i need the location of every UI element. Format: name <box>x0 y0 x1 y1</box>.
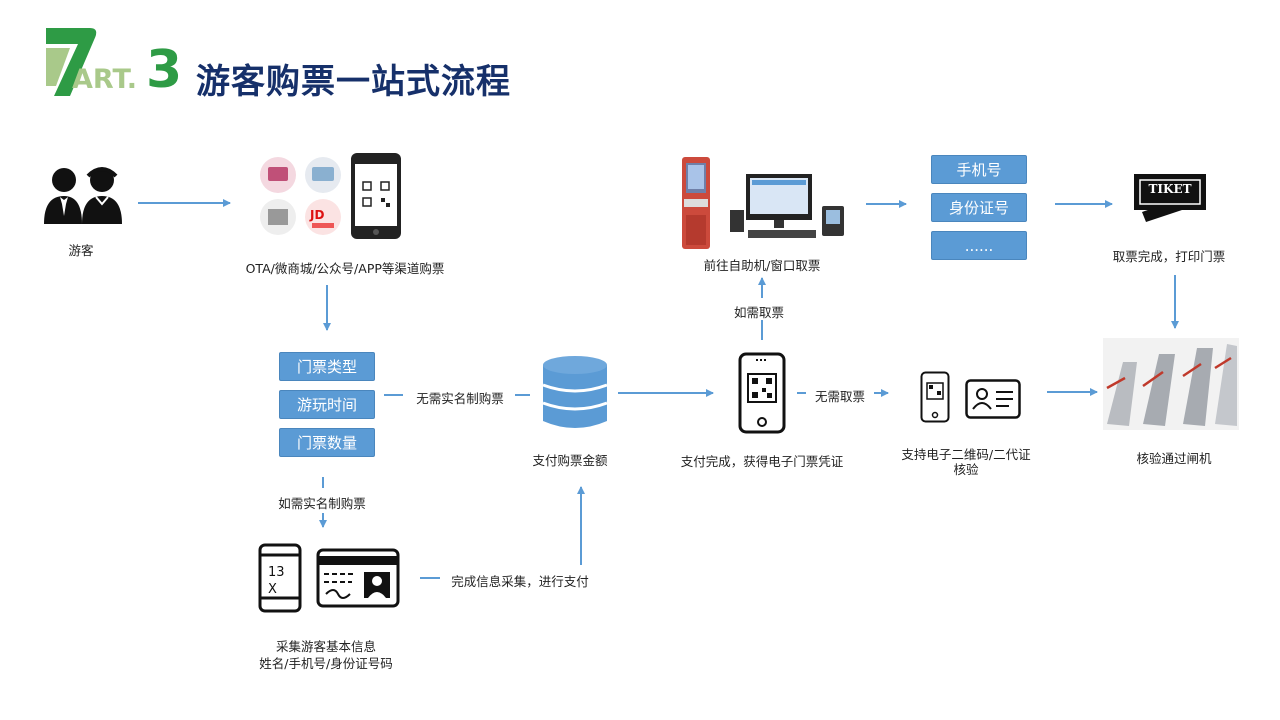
part-logo-mark <box>46 28 97 96</box>
pickup-more-button[interactable]: ...... <box>931 231 1027 260</box>
database-icon <box>541 355 609 431</box>
svg-text:JD: JD <box>309 208 324 222</box>
collect-info-line2: 姓名/手机号/身份证号码 <box>259 656 393 671</box>
qr-phone-icon <box>920 371 950 423</box>
channels-label: OTA/微商城/公众号/APP等渠道购票 <box>245 261 445 276</box>
e-ticket-phone-icon <box>738 352 786 434</box>
smartphone-qr-icon <box>350 152 402 240</box>
pay-done-label: 支付完成，获得电子门票凭证 <box>680 454 844 469</box>
phone-digits-1: 13 <box>268 565 285 580</box>
pickup-idcard-button[interactable]: 身份证号 <box>931 193 1027 222</box>
phone-digits-2: X <box>268 582 277 597</box>
need-realname-label: 如需实名制购票 <box>278 496 366 511</box>
id-card-verify-icon <box>965 379 1021 419</box>
ticket-type-button[interactable]: 门票类型 <box>279 352 375 381</box>
turnstile-gate-icon <box>1103 338 1239 430</box>
no-realname-label: 无需实名制购票 <box>416 391 504 406</box>
collect-done-label: 完成信息采集，进行支付 <box>451 574 589 589</box>
kiosk-label: 前往自助机/窗口取票 <box>703 258 821 273</box>
ticket-quantity-button[interactable]: 门票数量 <box>279 428 375 457</box>
pickup-done-label: 取票完成，打印门票 <box>1112 249 1226 264</box>
need-pickup-label: 如需取票 <box>733 305 784 320</box>
part-logo <box>44 26 184 98</box>
ticket-word: TIKET <box>1148 182 1192 196</box>
page-title: 游客购票一站式流程 <box>196 62 511 102</box>
channel-apps-icon: JD <box>258 157 348 237</box>
pickup-phone-button[interactable]: 手机号 <box>931 155 1027 184</box>
tourist-icon <box>42 164 124 226</box>
no-pickup-label: 无需取票 <box>814 389 865 404</box>
kiosk-machine-icon <box>678 155 716 251</box>
collect-info-line1: 采集游客基本信息 <box>275 639 376 654</box>
payment-label: 支付购票金额 <box>532 453 608 468</box>
logo-number: 3 <box>146 40 183 100</box>
gate-label: 核验通过闸机 <box>1136 451 1212 466</box>
play-time-button[interactable]: 游玩时间 <box>279 390 375 419</box>
logo-letters: ART. <box>72 64 138 95</box>
phone-input-icon <box>258 543 302 613</box>
id-card-icon <box>316 548 400 608</box>
verify-label-line2: 核验 <box>953 462 979 477</box>
ticket-icon <box>1132 172 1210 230</box>
tourist-label: 游客 <box>68 243 94 258</box>
verify-label-line1: 支持电子二维码/二代证 <box>901 447 1031 462</box>
pc-terminal-icon <box>728 172 848 240</box>
